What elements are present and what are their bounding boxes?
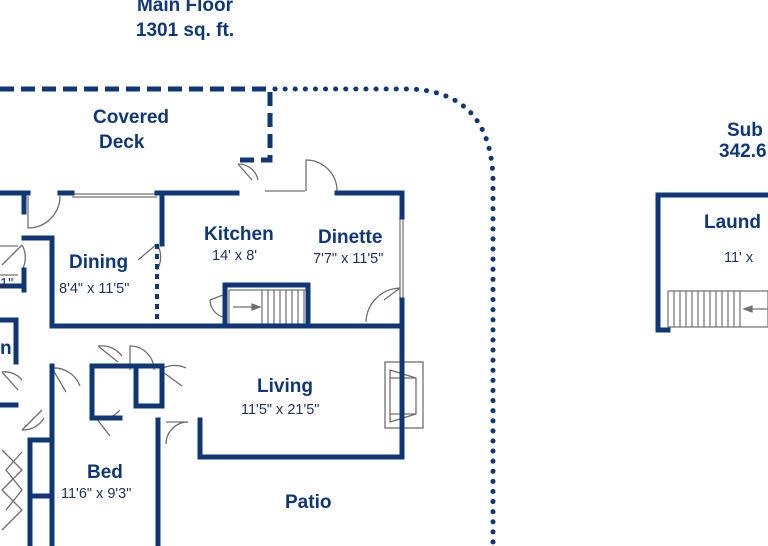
stairs-subfloor: [667, 290, 768, 328]
title-area: 1301 sq. ft.: [135, 20, 235, 41]
room-bed-dims: 11'6" x 9'3": [61, 486, 132, 502]
room-living-dims: 11'5" x 21'5": [241, 402, 320, 418]
room-laundry-name: Laund: [704, 212, 761, 233]
area-patio-name: Patio: [285, 492, 332, 513]
patio-boundary: [272, 86, 496, 546]
subfloor-title: Sub: [727, 120, 763, 141]
room-fragment-dims: 1": [0, 276, 14, 292]
room-fragment-name: n: [0, 338, 12, 359]
room-dining-name: Dining: [69, 252, 129, 273]
room-dinette-dims: 7'7" x 11'5": [313, 251, 384, 267]
room-bed-name: Bed: [87, 462, 123, 483]
stairs-main: [228, 289, 308, 325]
door-swings: [1, 159, 401, 531]
room-dinette-name: Dinette: [318, 227, 383, 248]
room-laundry-dims: 11' x: [724, 250, 754, 266]
room-covered-deck-line1: Covered: [93, 107, 170, 128]
room-kitchen-name: Kitchen: [204, 224, 274, 245]
title-main-floor: Main Floor: [136, 0, 234, 16]
subfloor-area: 342.6: [719, 141, 767, 162]
room-covered-deck-line2: Deck: [99, 132, 145, 153]
room-kitchen-dims: 14' x 8': [212, 248, 258, 264]
thin-lines: [0, 190, 404, 300]
covered-deck-outline: [0, 86, 273, 163]
walls: [0, 190, 768, 546]
room-dining-dims: 8'4" x 11'5": [59, 281, 130, 297]
room-living-name: Living: [257, 376, 313, 397]
